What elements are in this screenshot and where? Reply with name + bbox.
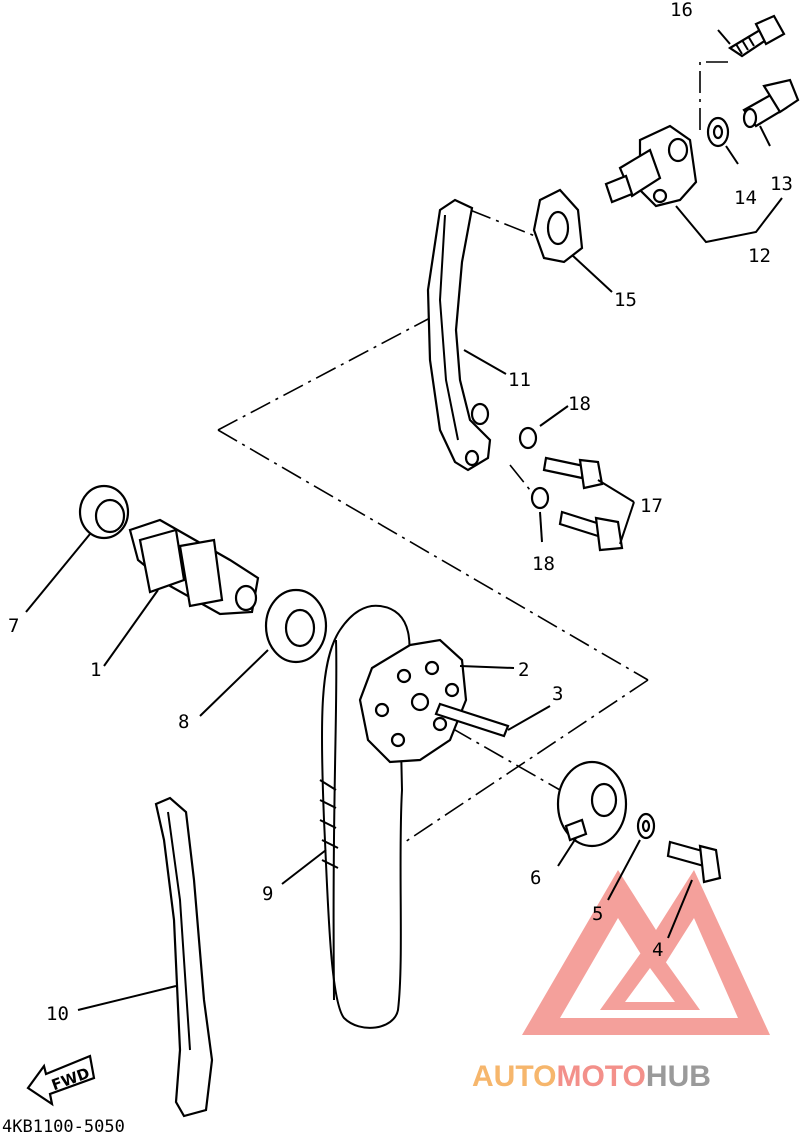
part-10-chain-guide	[154, 796, 214, 1118]
label-16: 16	[670, 0, 693, 21]
brand-auto: AUTO	[472, 1060, 556, 1093]
label-2: 2	[518, 659, 529, 681]
brand-moto: MOTO	[556, 1060, 645, 1093]
label-13: 13	[770, 173, 793, 195]
part-16-bolt	[727, 14, 786, 58]
label-18b: 18	[532, 553, 555, 575]
drawing-code: 4KB1100-5050	[2, 1117, 125, 1137]
label-9: 9	[262, 883, 273, 905]
part-labels: 16 13 14 12 15 11 18 17 18 7 1 2 3 8 6 9…	[8, 0, 793, 1025]
part-6-decompressor-plate	[556, 760, 628, 848]
part-2-cam-sprocket	[358, 638, 468, 764]
part-11-chain-guide	[426, 198, 492, 472]
label-15: 15	[614, 289, 637, 311]
label-18a: 18	[568, 393, 591, 415]
automotohub-wordmark: AUTOMOTOHUB	[472, 1060, 711, 1093]
label-14: 14	[734, 187, 757, 209]
part-8-bearing	[264, 588, 328, 664]
brand-hub: HUB	[646, 1060, 711, 1093]
part-15-gasket	[532, 188, 584, 264]
svg-text:AUTOMOTOHUB: AUTOMOTOHUB	[472, 1060, 711, 1093]
part-5-washer	[636, 812, 656, 840]
label-3: 3	[552, 683, 563, 705]
label-7: 7	[8, 615, 19, 637]
part-17-bolts	[542, 456, 624, 552]
label-11: 11	[508, 369, 531, 391]
label-8: 8	[178, 711, 189, 733]
part-18-washers	[518, 426, 550, 510]
part-3-dowel-pin	[434, 702, 510, 738]
part-14-washer	[706, 116, 730, 148]
assembly-guide-lines	[217, 61, 728, 843]
leader-lines	[25, 29, 783, 1011]
automotohub-logo	[522, 870, 770, 1035]
fwd-arrow-icon: FWD	[26, 1054, 96, 1107]
label-12: 12	[748, 245, 771, 267]
label-1: 1	[90, 659, 101, 681]
label-5: 5	[592, 903, 603, 925]
part-13-bolt	[742, 78, 800, 129]
part-7-bearing	[78, 484, 130, 540]
label-17: 17	[640, 495, 663, 517]
part-4-bolt	[666, 840, 722, 884]
part-1-camshaft	[128, 518, 260, 616]
label-6: 6	[530, 867, 541, 889]
label-10: 10	[46, 1003, 69, 1025]
part-12-tensioner	[604, 124, 698, 208]
fwd-label: FWD	[49, 1064, 92, 1094]
label-4: 4	[652, 939, 663, 961]
